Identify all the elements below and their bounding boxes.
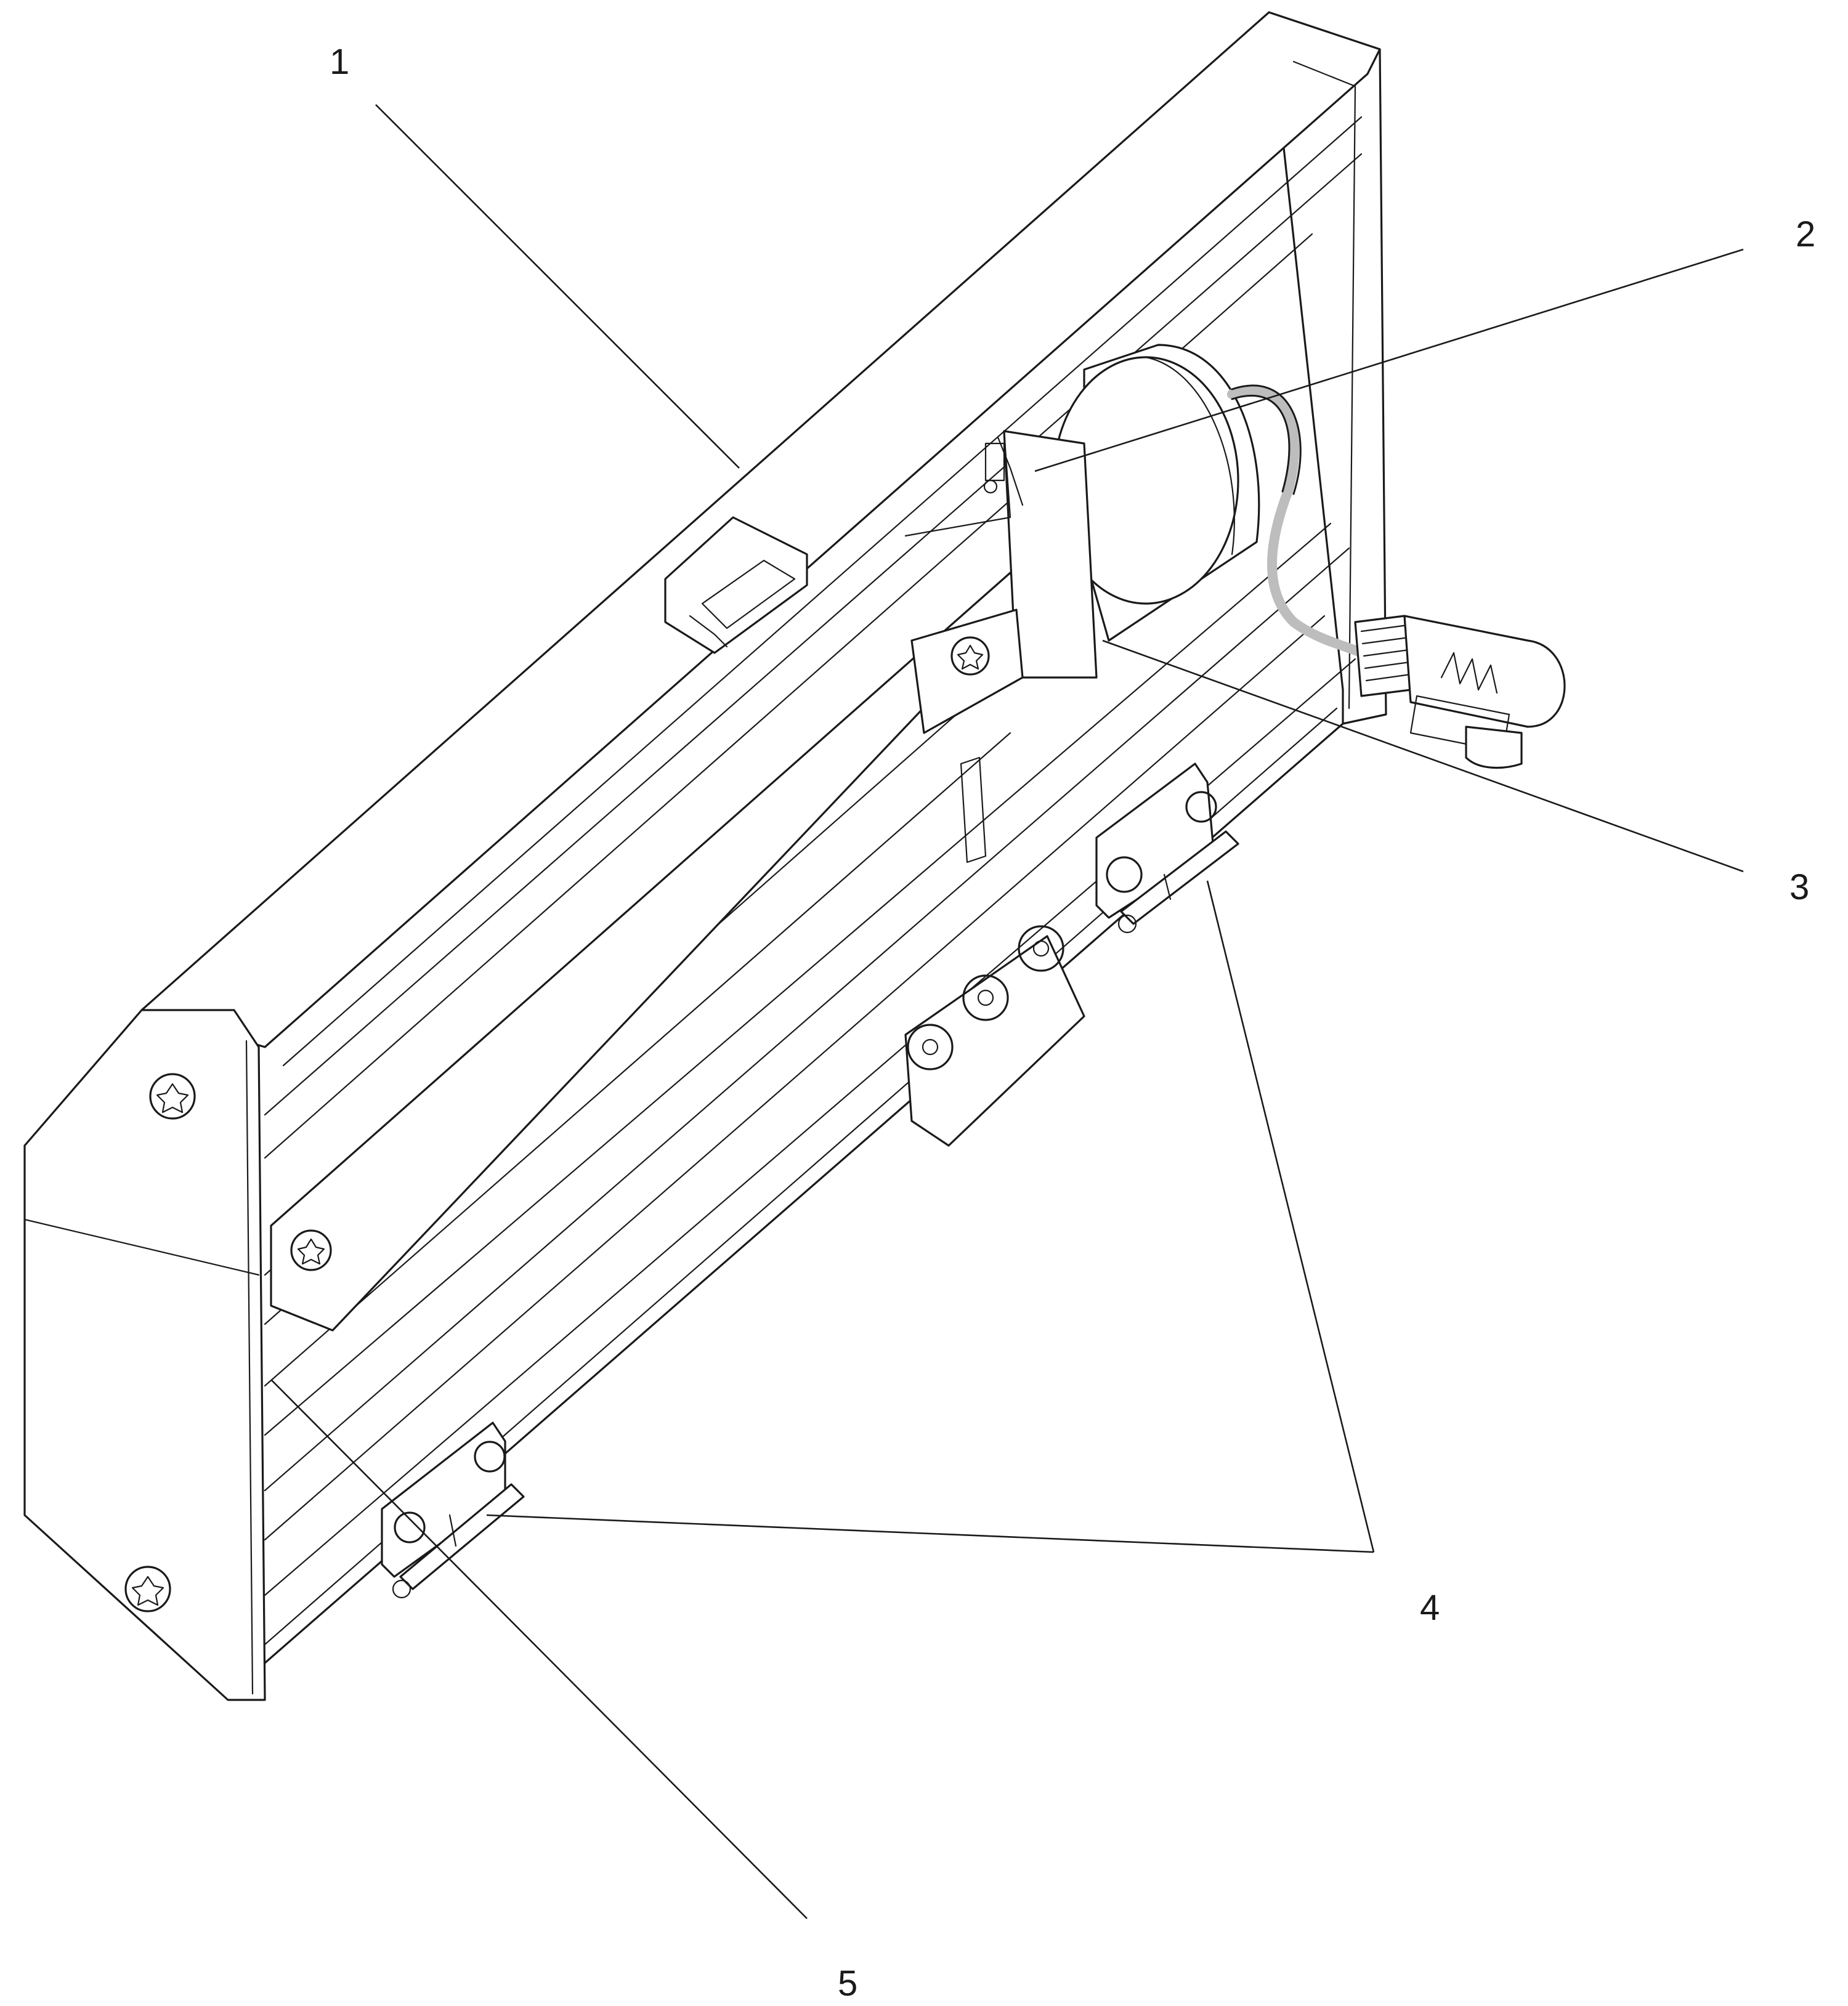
cable-connector	[1227, 384, 1566, 769]
left-end-plate	[23, 1009, 266, 1701]
hinge-mount-right	[1095, 762, 1239, 934]
inner-bracket	[270, 572, 1024, 1332]
leader-4b	[486, 1514, 1374, 1553]
top-latch	[664, 516, 808, 654]
callout-3: 3	[1789, 867, 1809, 907]
callout-2: 2	[1796, 214, 1815, 254]
callout-labels: 1 2 3 4 5	[330, 42, 1815, 2004]
leader-1	[375, 104, 740, 469]
leader-5	[270, 1379, 808, 1919]
sensor-block	[904, 430, 1098, 734]
leader-4a	[1206, 880, 1375, 1553]
center-bracket	[904, 925, 1085, 1147]
hinge-mount-left	[381, 1422, 525, 1599]
callout-4: 4	[1420, 1588, 1440, 1628]
leader-lines	[270, 104, 1744, 1919]
leader-2	[1034, 248, 1744, 472]
motor-cylinder	[1052, 344, 1260, 642]
callout-1: 1	[330, 42, 349, 82]
callout-5: 5	[838, 1964, 857, 2004]
leader-3	[1102, 639, 1744, 873]
